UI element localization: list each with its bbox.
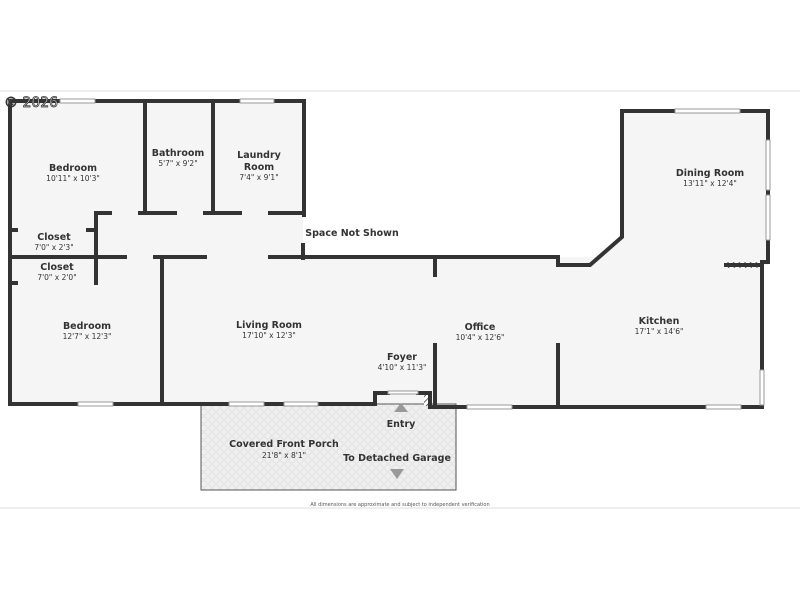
disclaimer: All dimensions are approximate and subje…: [310, 502, 489, 508]
svg-text:7'4" x 9'1": 7'4" x 9'1": [239, 173, 278, 182]
space-not-shown-label: Space Not Shown: [305, 228, 399, 239]
garage-label: To Detached Garage: [343, 453, 451, 464]
svg-text:Bedroom: Bedroom: [49, 163, 97, 174]
svg-text:Dining Room: Dining Room: [676, 168, 744, 179]
floor-fill: [10, 101, 768, 407]
svg-text:Living Room: Living Room: [236, 320, 302, 331]
svg-text:Bedroom: Bedroom: [63, 321, 111, 332]
garage-arrow-icon: [390, 469, 404, 479]
svg-text:10'11" x 10'3": 10'11" x 10'3": [46, 174, 100, 183]
svg-text:Foyer: Foyer: [387, 352, 417, 363]
svg-text:17'10" x 12'3": 17'10" x 12'3": [242, 331, 296, 340]
svg-text:Closet: Closet: [40, 262, 74, 273]
svg-text:Laundry: Laundry: [237, 150, 281, 161]
svg-text:Closet: Closet: [37, 232, 71, 243]
entry-label: Entry: [387, 419, 416, 430]
porch-area: [200, 403, 457, 491]
svg-text:Kitchen: Kitchen: [639, 316, 680, 327]
svg-text:12'7" x 12'3": 12'7" x 12'3": [63, 332, 112, 341]
svg-text:4'10" x 11'3": 4'10" x 11'3": [378, 363, 427, 372]
svg-text:Room: Room: [244, 162, 274, 173]
svg-text:10'4" x 12'6": 10'4" x 12'6": [456, 333, 505, 342]
walls: [8, 99, 770, 409]
svg-text:Office: Office: [465, 322, 496, 333]
copyright-watermark: © 2026: [4, 95, 58, 111]
entry-arrow-icon: [394, 403, 408, 412]
svg-text:7'0" x 2'3": 7'0" x 2'3": [34, 243, 73, 252]
svg-text:Covered Front Porch: Covered Front Porch: [229, 439, 339, 450]
svg-text:21'8" x 8'1": 21'8" x 8'1": [262, 451, 306, 460]
svg-text:7'0" x 2'0": 7'0" x 2'0": [37, 273, 76, 282]
svg-text:17'1" x 14'6": 17'1" x 14'6": [635, 327, 684, 336]
windows: [59, 98, 771, 410]
svg-text:13'11" x 12'4": 13'11" x 12'4": [683, 179, 737, 188]
svg-text:Bathroom: Bathroom: [152, 148, 205, 159]
svg-text:5'7" x 9'2": 5'7" x 9'2": [158, 159, 197, 168]
